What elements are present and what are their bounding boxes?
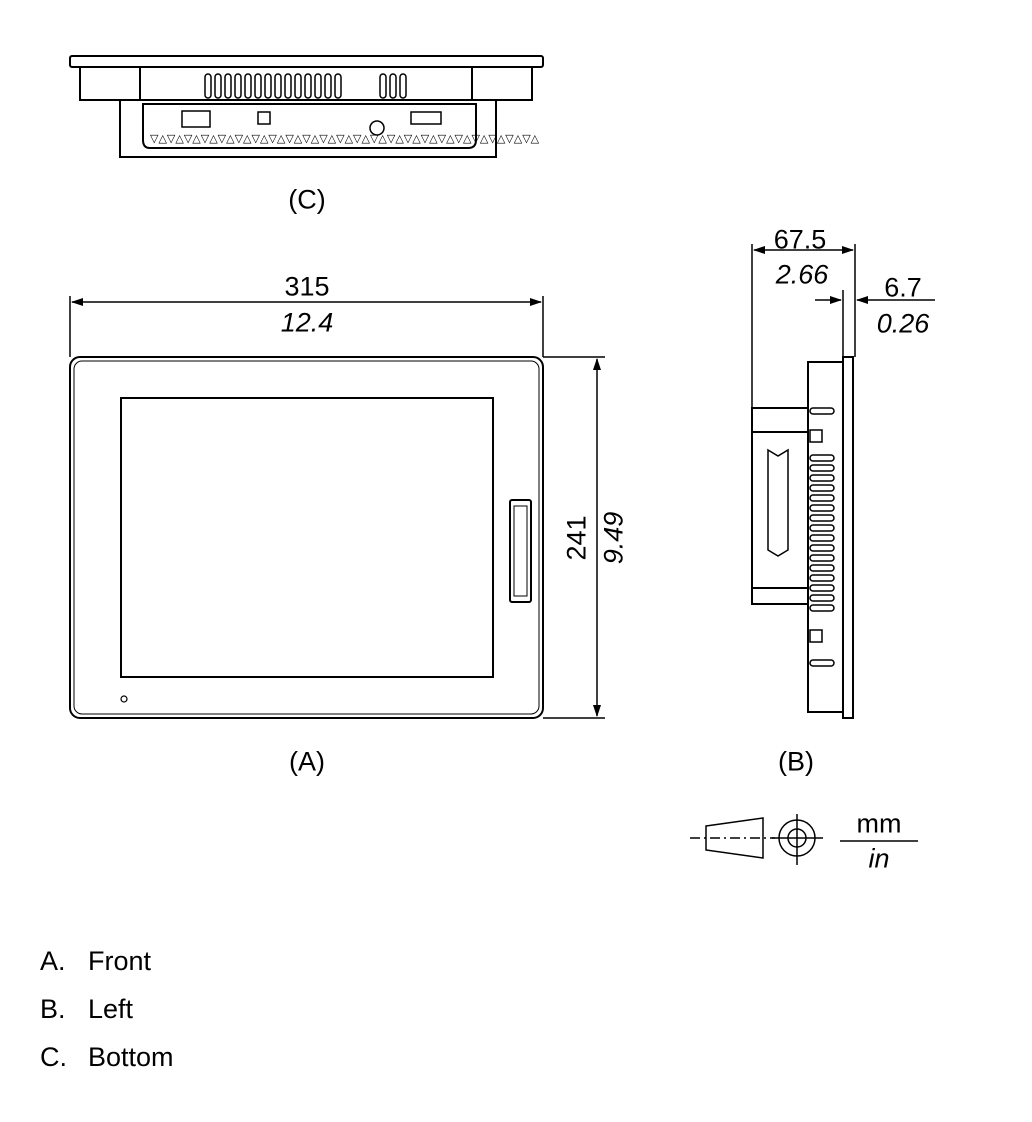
projection-symbol-icon [690,814,918,865]
legend-item: A. Front [40,948,151,975]
height-in: 9.49 [598,511,629,565]
left-view-drawing [751,356,854,719]
legend-text: Bottom [88,1042,174,1072]
legend-text: Left [88,994,134,1024]
bezel-mm: 6.7 [884,272,922,303]
depth-in: 2.66 [775,259,829,290]
unit-mm: mm [856,808,902,839]
legend-item: C. Bottom [40,1044,174,1071]
legend-key: C. [40,1042,67,1072]
legend-text: Front [88,946,152,976]
svg-text:▽△▽△▽△▽△▽△▽△▽△▽△▽△▽△▽△▽△▽△▽△▽△: ▽△▽△▽△▽△▽△▽△▽△▽△▽△▽△▽△▽△▽△▽△▽△▽△▽△▽△▽△▽△… [150,132,540,145]
dimension-lines [69,244,935,719]
width-mm: 315 [284,271,330,302]
bottom-view-label: (C) [288,184,326,215]
front-view-drawing [69,356,544,719]
legend-key: B. [40,994,66,1024]
height-mm: 241 [561,515,592,561]
left-view-label: (B) [778,746,814,777]
bottom-view-drawing: ▽△▽△▽△▽△▽△▽△▽△▽△▽△▽△▽△▽△▽△▽△▽△▽△▽△▽△▽△▽△… [69,55,544,158]
legend-item: B. Left [40,996,133,1023]
width-in: 12.4 [280,307,334,338]
unit-in: in [868,843,890,874]
front-view-label: (A) [289,746,325,777]
bezel-in: 0.26 [876,308,930,339]
depth-mm: 67.5 [773,224,827,255]
legend-key: A. [40,946,66,976]
